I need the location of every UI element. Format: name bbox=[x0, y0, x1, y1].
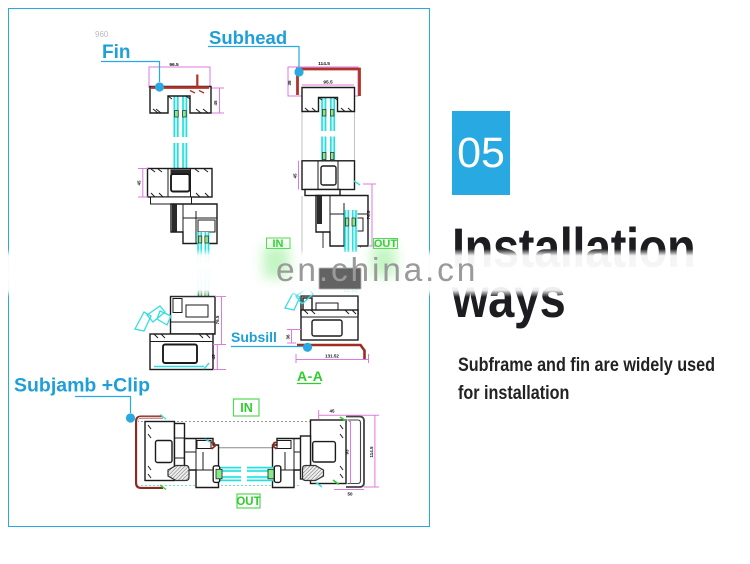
svg-text:IN: IN bbox=[273, 238, 284, 250]
svg-text:45: 45 bbox=[213, 100, 218, 106]
svg-text:OUT: OUT bbox=[374, 238, 398, 250]
svg-text:45: 45 bbox=[293, 173, 298, 179]
svg-text:95.5: 95.5 bbox=[323, 80, 333, 86]
svg-text:76.5: 76.5 bbox=[215, 315, 220, 324]
svg-text:Subsill: Subsill bbox=[231, 329, 277, 345]
svg-text:114.5: 114.5 bbox=[369, 446, 374, 458]
svg-text:96.5: 96.5 bbox=[169, 62, 179, 68]
svg-text:45: 45 bbox=[211, 354, 216, 360]
svg-text:50: 50 bbox=[347, 492, 353, 497]
svg-text:A-A: A-A bbox=[297, 368, 323, 384]
svg-text:Fin: Fin bbox=[102, 42, 131, 63]
svg-text:131.52: 131.52 bbox=[325, 354, 339, 359]
svg-text:45: 45 bbox=[329, 409, 335, 414]
svg-text:38: 38 bbox=[287, 80, 292, 86]
svg-text:93: 93 bbox=[345, 449, 350, 455]
svg-text:114.5: 114.5 bbox=[318, 61, 330, 67]
svg-text:960: 960 bbox=[95, 30, 109, 39]
svg-text:45: 45 bbox=[137, 180, 142, 186]
svg-text:36: 36 bbox=[286, 334, 291, 340]
svg-text:Subjamb +Clip: Subjamb +Clip bbox=[14, 375, 150, 397]
svg-text:Subhead: Subhead bbox=[209, 27, 287, 48]
svg-text:OUT: OUT bbox=[236, 496, 260, 508]
svg-text:76.5: 76.5 bbox=[366, 210, 371, 219]
svg-text:IN: IN bbox=[240, 401, 253, 415]
